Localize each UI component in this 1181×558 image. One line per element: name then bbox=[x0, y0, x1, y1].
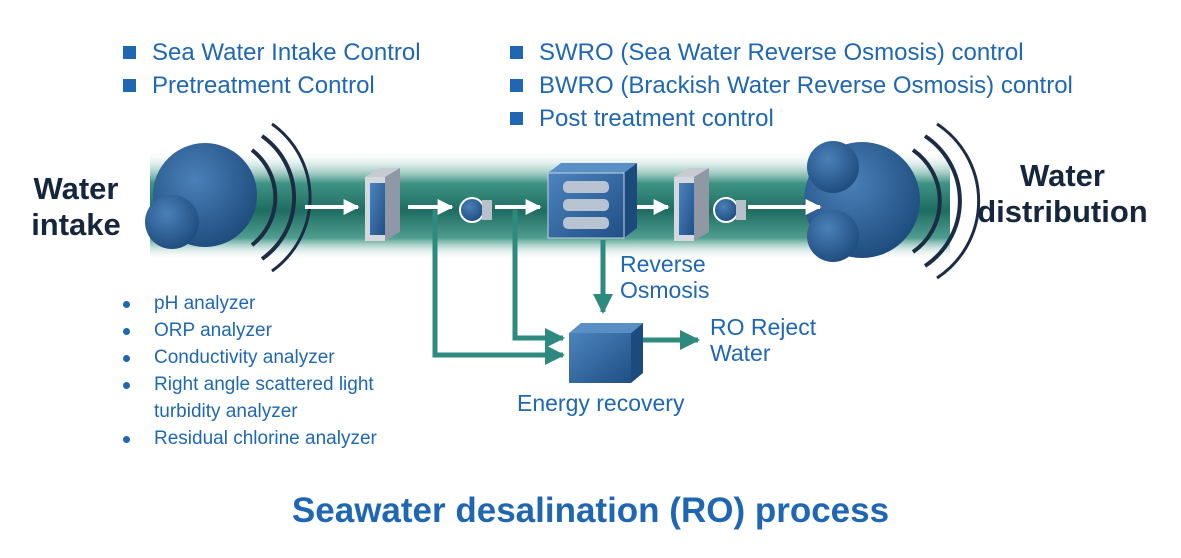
ro-membrane-unit bbox=[547, 163, 637, 239]
reverse-osmosis-label: Reverse Osmosis bbox=[620, 251, 710, 303]
ro-reject-water-label: RO Reject Water bbox=[710, 314, 817, 366]
pretreatment-filter bbox=[365, 168, 400, 241]
branch-lines bbox=[432, 210, 700, 365]
energy-recovery-box bbox=[569, 323, 643, 383]
analyzer-list: pH analyzer ORP analyzer Conductivity an… bbox=[120, 290, 377, 452]
list-item: ORP analyzer bbox=[120, 317, 377, 344]
energy-recovery-label: Energy recovery bbox=[517, 390, 685, 416]
control-list-right: SWRO (Sea Water Reverse Osmosis) control… bbox=[507, 36, 1073, 135]
list-item: Post treatment control bbox=[507, 102, 1073, 135]
pump-2 bbox=[713, 197, 746, 223]
list-item: pH analyzer bbox=[120, 290, 377, 317]
list-item: Sea Water Intake Control bbox=[120, 36, 421, 69]
list-item: BWRO (Brackish Water Reverse Osmosis) co… bbox=[507, 69, 1073, 102]
list-item: SWRO (Sea Water Reverse Osmosis) control bbox=[507, 36, 1073, 69]
list-item: Conductivity analyzer bbox=[120, 344, 377, 371]
pump-1 bbox=[459, 197, 492, 223]
distribution-tank bbox=[804, 122, 981, 280]
list-item: Pretreatment Control bbox=[120, 69, 421, 102]
diagram-title: Seawater desalination (RO) process bbox=[291, 491, 890, 530]
intake-tank bbox=[145, 122, 312, 273]
water-intake-label: Water intake bbox=[31, 171, 121, 242]
list-item: Residual chlorine analyzer bbox=[120, 425, 377, 452]
post-treatment-filter bbox=[674, 168, 709, 241]
control-list-left: Sea Water Intake Control Pretreatment Co… bbox=[120, 36, 421, 102]
water-distribution-label: Water distribution bbox=[977, 158, 1148, 229]
